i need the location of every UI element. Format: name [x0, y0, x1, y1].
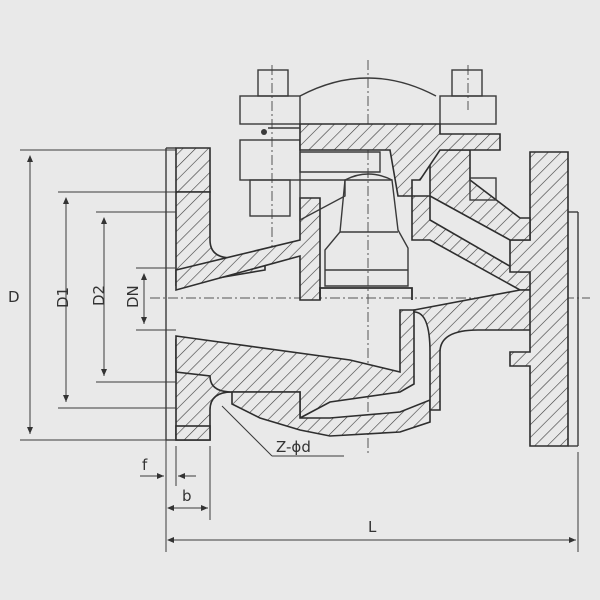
valve-disc: [324, 173, 409, 287]
disc-body: [324, 179, 409, 287]
label-D1: D1: [54, 287, 72, 308]
label-D2: D2: [90, 285, 108, 306]
bolt-head-left: [239, 95, 301, 125]
dimension-b: b: [167, 446, 211, 520]
bolt-shank-left: [249, 179, 291, 217]
bonnet-cover-plate: [299, 123, 501, 197]
dimension-f: f: [140, 440, 196, 486]
nut-bottom-left: [239, 139, 301, 181]
label-D: D: [8, 288, 20, 306]
label-DN: DN: [124, 285, 142, 308]
dimension-L: L: [165, 452, 579, 552]
nut-bottom-right: [469, 177, 497, 201]
body-bottom-bowl: [231, 391, 431, 437]
bolt-hole-callout: Z-ϕd: [221, 405, 344, 457]
label-b: b: [182, 487, 192, 505]
dimension-D1: D1: [54, 191, 176, 409]
nut-top-right: [451, 69, 483, 97]
body-bonnet-seat: [429, 149, 531, 241]
dimension-D: D: [8, 149, 176, 441]
label-bolts: Z-ϕd: [276, 438, 311, 456]
flange-top-upper: [175, 147, 211, 193]
seat-ring: [319, 287, 413, 300]
bonnet-dome: [299, 77, 437, 97]
label-L: L: [368, 518, 377, 536]
flange-bottom-lip: [175, 425, 211, 441]
valve-body: [175, 149, 579, 447]
nut-top-left: [257, 69, 289, 97]
dimension-DN: DN: [124, 267, 176, 331]
label-f: f: [142, 456, 148, 474]
bonnet-assembly: [239, 69, 501, 222]
body-outlet-lower-wall: [413, 289, 561, 411]
dimension-D2: D2: [90, 211, 176, 383]
